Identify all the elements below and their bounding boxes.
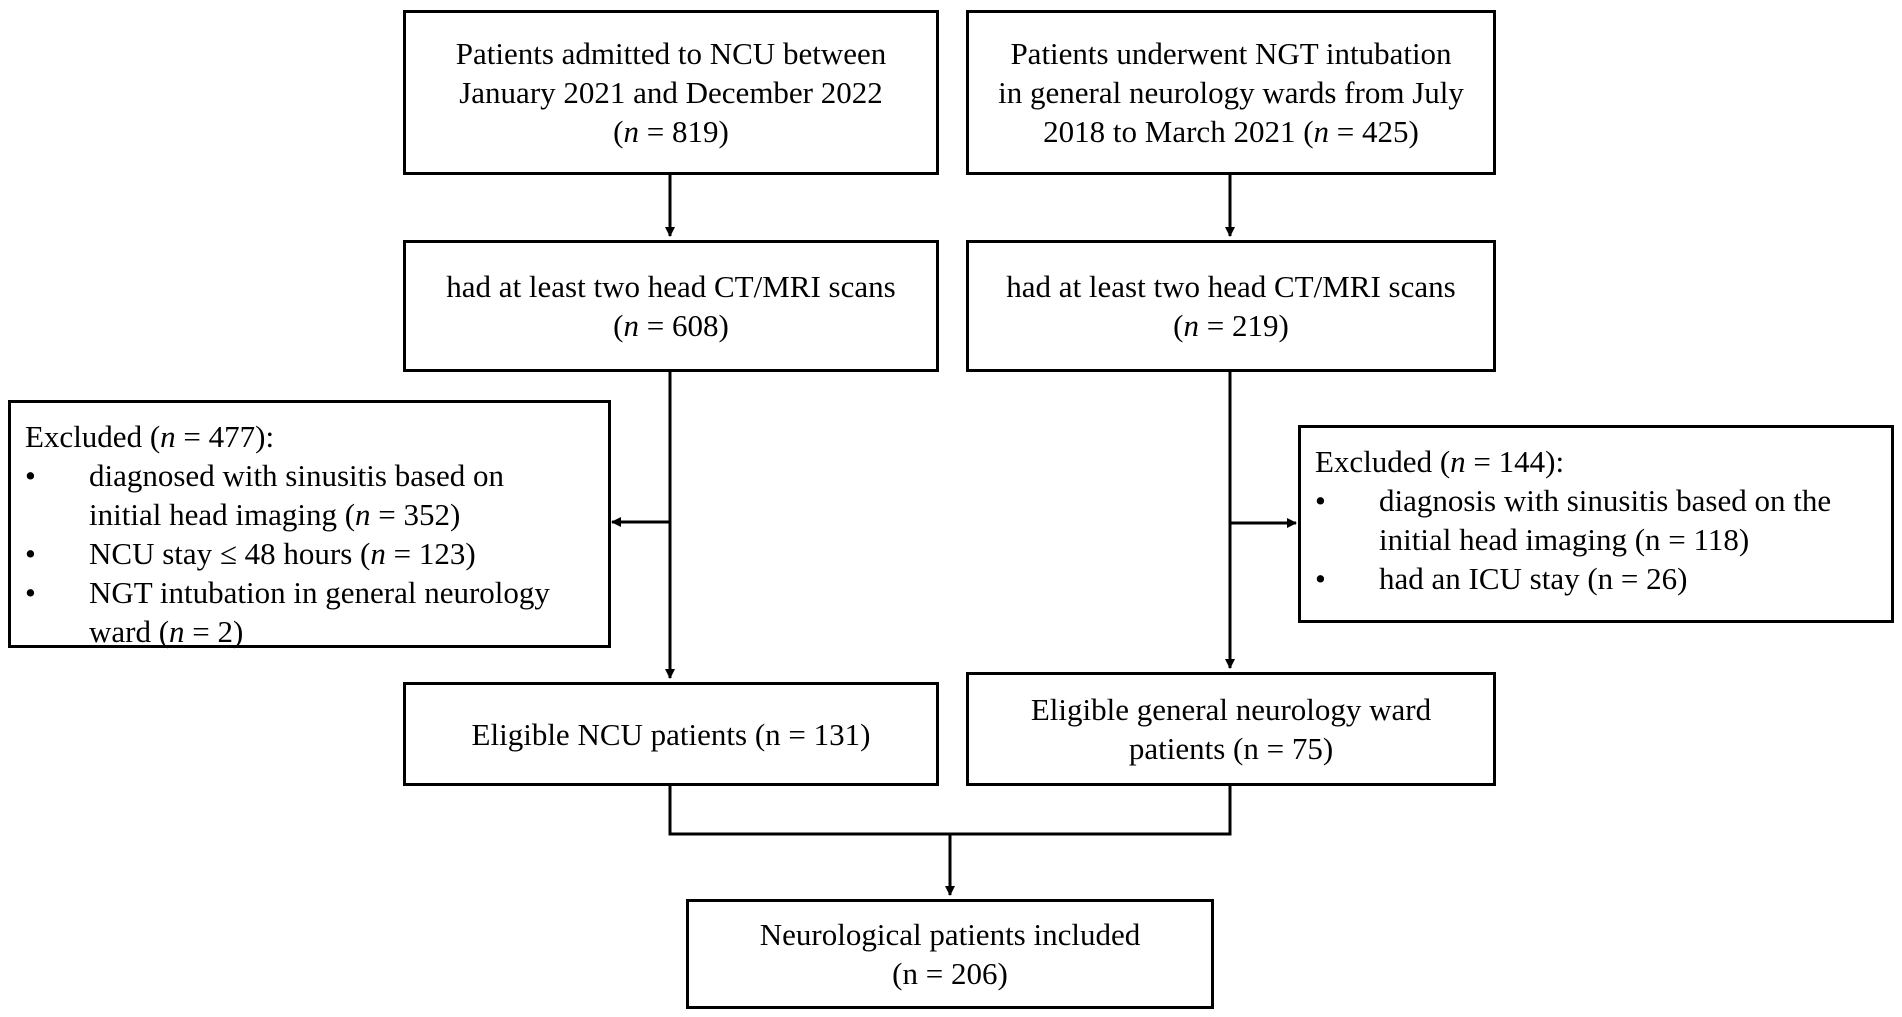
- eligible-ncu-box: Eligible NCU patients (n = 131): [403, 682, 939, 786]
- bullet-icon: •: [25, 536, 36, 571]
- excluded-right-box: Excluded (n = 144): • diagnosis with sin…: [1298, 425, 1894, 623]
- excluded-right-heading: Excluded (n = 144):: [1315, 444, 1565, 479]
- included-box: Neurological patients included (n = 206): [686, 899, 1214, 1009]
- excluded-left-box: Excluded (n = 477): • diagnosed with sin…: [8, 400, 611, 651]
- ward-scans-box: had at least two head CT/MRI scans (n = …: [966, 240, 1496, 372]
- excluded-right-item-sinusitis: • diagnosis with sinusitis based on the …: [1315, 483, 1832, 557]
- excluded-left-item-sinusitis: • diagnosed with sinusitis based on init…: [25, 458, 505, 532]
- ncu-admitted-count: (n = 819): [613, 114, 729, 149]
- bullet-icon: •: [25, 458, 36, 493]
- eligible-ward-line-1: Eligible general neurology ward: [1030, 692, 1432, 727]
- ward-scans-count: (n = 219): [1173, 308, 1289, 343]
- ncu-admitted-line-1: Patients admitted to NCU between: [455, 36, 887, 71]
- eligible-ward-box: Eligible general neurology ward patients…: [966, 672, 1496, 786]
- eligible-ward-line-2: patients (n = 75): [1128, 731, 1334, 766]
- excluded-right-list: • diagnosis with sinusitis based on the …: [1315, 481, 1877, 598]
- ncu-admitted-line-2: January 2021 and December 2022: [459, 75, 883, 110]
- ncu-scans-count: (n = 608): [613, 308, 729, 343]
- excluded-left-item-ncu-stay: • NCU stay ≤ 48 hours (n = 123): [25, 536, 476, 571]
- ncu-admitted-box: Patients admitted to NCU between January…: [403, 10, 939, 175]
- bullet-icon: •: [1315, 483, 1326, 518]
- bullet-icon: •: [25, 575, 36, 610]
- ngt-wards-count: 2018 to March 2021 (n = 425): [1043, 114, 1419, 149]
- bullet-icon: •: [1315, 561, 1326, 596]
- excluded-left-list: • diagnosed with sinusitis based on init…: [25, 456, 594, 651]
- excluded-left-heading: Excluded (n = 477):: [25, 419, 275, 454]
- ncu-scans-box: had at least two head CT/MRI scans (n = …: [403, 240, 939, 372]
- ncu-scans-line-1: had at least two head CT/MRI scans: [446, 269, 896, 304]
- excluded-left-item-ngt-ward: • NGT intubation in general neurology wa…: [25, 575, 550, 649]
- merge-line: [668, 786, 1232, 836]
- ngt-wards-line-2: in general neurology wards from July: [998, 75, 1464, 110]
- included-line-1: Neurological patients included: [759, 917, 1141, 952]
- excluded-right-item-icu-stay: • had an ICU stay (n = 26): [1315, 561, 1688, 596]
- ward-scans-line-1: had at least two head CT/MRI scans: [1006, 269, 1456, 304]
- ngt-wards-box: Patients underwent NGT intubation in gen…: [966, 10, 1496, 175]
- eligible-ncu-label: Eligible NCU patients (n = 131): [471, 716, 871, 752]
- included-line-2: (n = 206): [892, 956, 1008, 991]
- ngt-wards-line-1: Patients underwent NGT intubation: [1010, 36, 1452, 71]
